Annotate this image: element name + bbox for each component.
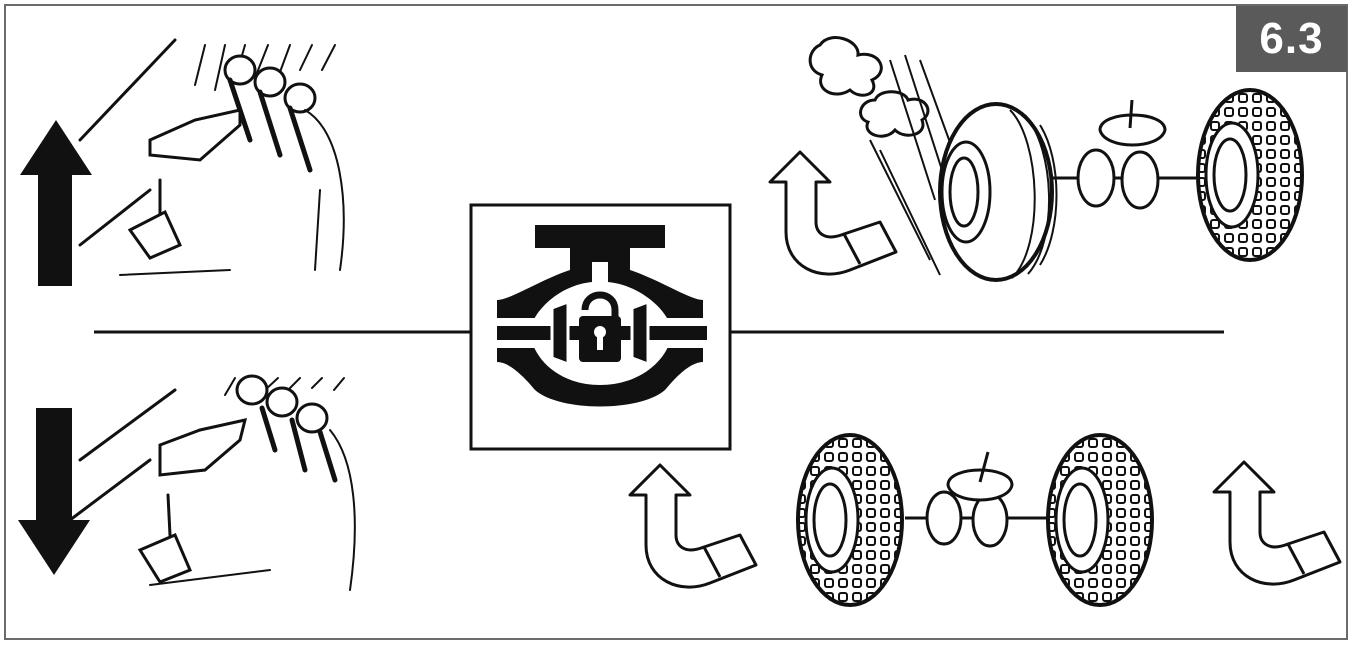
axle-diff-icon-top	[1050, 99, 1210, 210]
section-badge: 6.3	[1236, 6, 1347, 72]
rotate-arrow-icon-bottom-left	[628, 463, 758, 589]
up-arrow-icon	[20, 120, 92, 286]
rotate-arrow-icon-bottom-right	[1212, 460, 1342, 586]
wheel-icon-bottom-left	[796, 433, 904, 607]
pedal-lever-icon-top	[78, 38, 345, 276]
dust-cloud-icon	[808, 36, 961, 276]
down-arrow-icon	[18, 408, 90, 575]
pedal-lever-icon-bottom	[68, 374, 356, 591]
wheel-icon-bottom-right	[1046, 433, 1154, 607]
differential-lock-icon	[469, 203, 732, 451]
rotate-arrow-icon-top	[768, 150, 898, 276]
wheel-icon-top-right	[1196, 88, 1304, 262]
wheel-icon-top-left	[938, 102, 1058, 282]
